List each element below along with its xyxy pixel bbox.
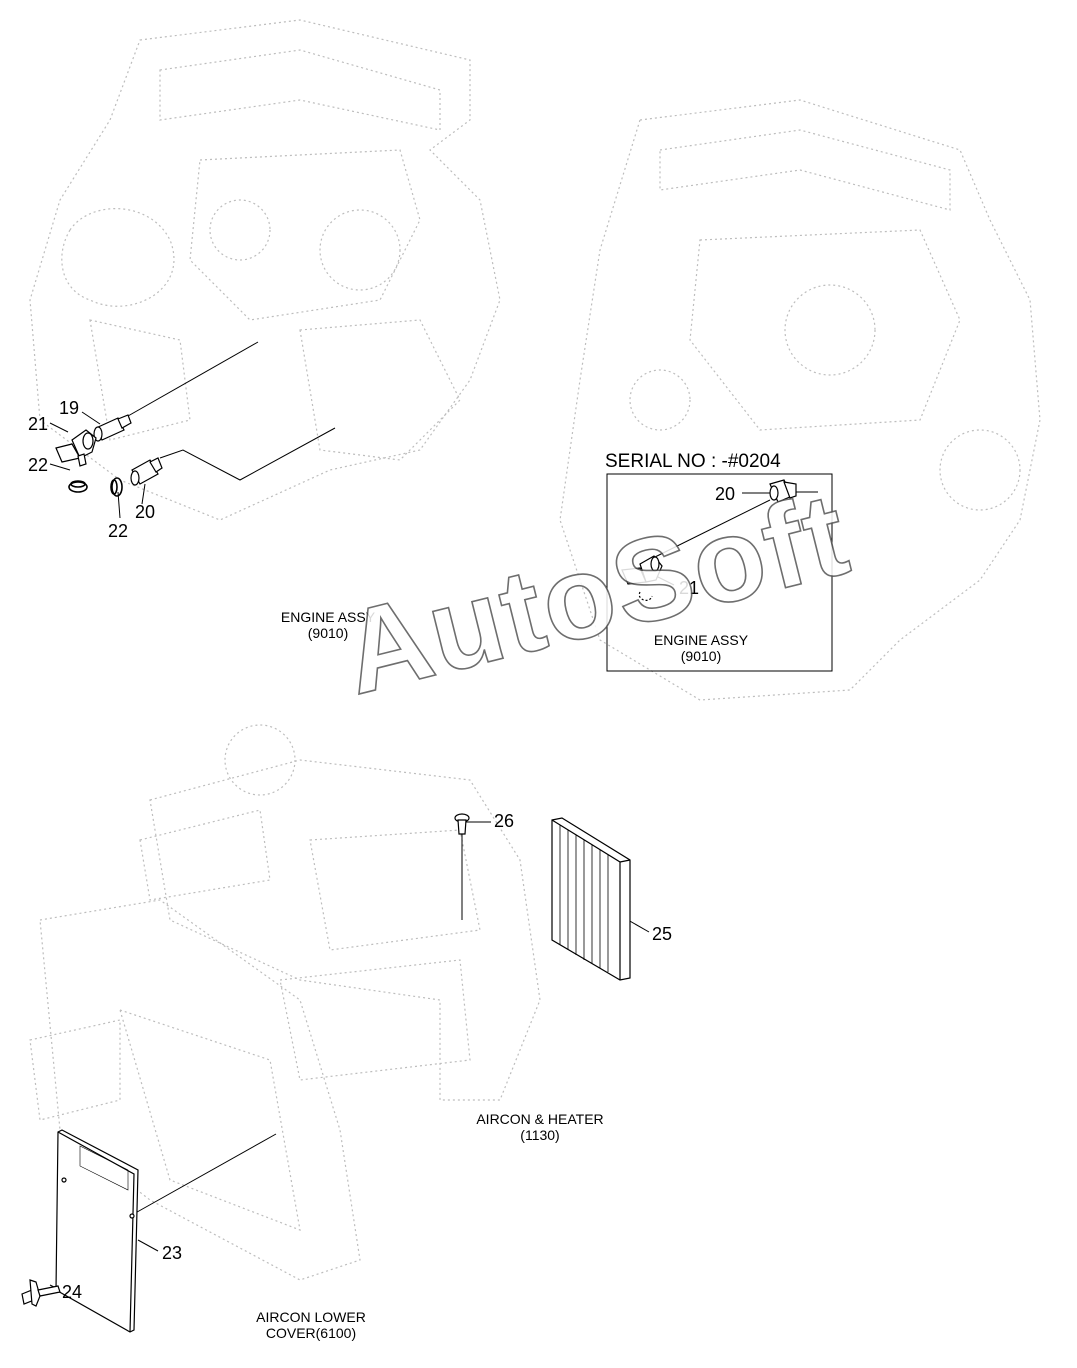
inset-part-20-fitting — [769, 479, 797, 503]
inset-part-21-drain-cock — [621, 555, 663, 601]
caption-aircon-heater: AIRCON & HEATER (1130) — [462, 1111, 618, 1143]
part-19-fitting — [93, 414, 132, 442]
caption-line: (1130) — [520, 1127, 560, 1143]
caption-line: (9010) — [680, 648, 722, 664]
callout-21: 21 — [679, 578, 700, 598]
ghost-engine-left — [29, 19, 501, 521]
ghost-engine-right — [559, 99, 1041, 701]
caption-aircon-lower-cover: AIRCON LOWER COVER(6100) — [256, 1309, 366, 1341]
ghost-aircon — [139, 724, 541, 1101]
serial-inset-frame — [606, 473, 833, 672]
caption-engine-assy-left: ENGINE ASSY (9010) — [278, 609, 378, 641]
callout-19: 19 — [59, 398, 80, 418]
callout-20: 20 — [715, 484, 736, 504]
callout-23: 23 — [162, 1243, 183, 1263]
part-26-bolt — [454, 813, 470, 835]
caption-engine-assy-inset: ENGINE ASSY (9010) — [651, 632, 751, 664]
part-23-cover — [55, 1129, 139, 1333]
callout-24: 24 — [62, 1282, 83, 1302]
caption-line: ENGINE ASSY — [280, 609, 376, 625]
callout-21: 21 — [28, 414, 49, 434]
caption-line: AIRCON & HEATER — [476, 1111, 604, 1127]
callout-26: 26 — [494, 811, 515, 831]
part-24-wing-bolt — [21, 1279, 61, 1307]
callout-25: 25 — [652, 924, 673, 944]
serial-inset-title: SERIAL NO : -#0204 — [605, 451, 781, 472]
caption-line: AIRCON LOWER — [256, 1309, 366, 1325]
part-22-clamps — [68, 477, 123, 497]
leader-lines — [49, 341, 818, 1291]
callout-22: 22 — [28, 455, 49, 475]
caption-line: (9010) — [307, 625, 349, 641]
part-20-fitting — [130, 457, 163, 486]
part-25-filter — [551, 817, 631, 981]
caption-line: COVER(6100) — [265, 1325, 357, 1341]
part-21-drain-cock — [55, 429, 97, 467]
callout-20: 20 — [135, 502, 156, 522]
caption-line: ENGINE ASSY — [653, 632, 749, 648]
callout-22: 22 — [108, 521, 129, 541]
